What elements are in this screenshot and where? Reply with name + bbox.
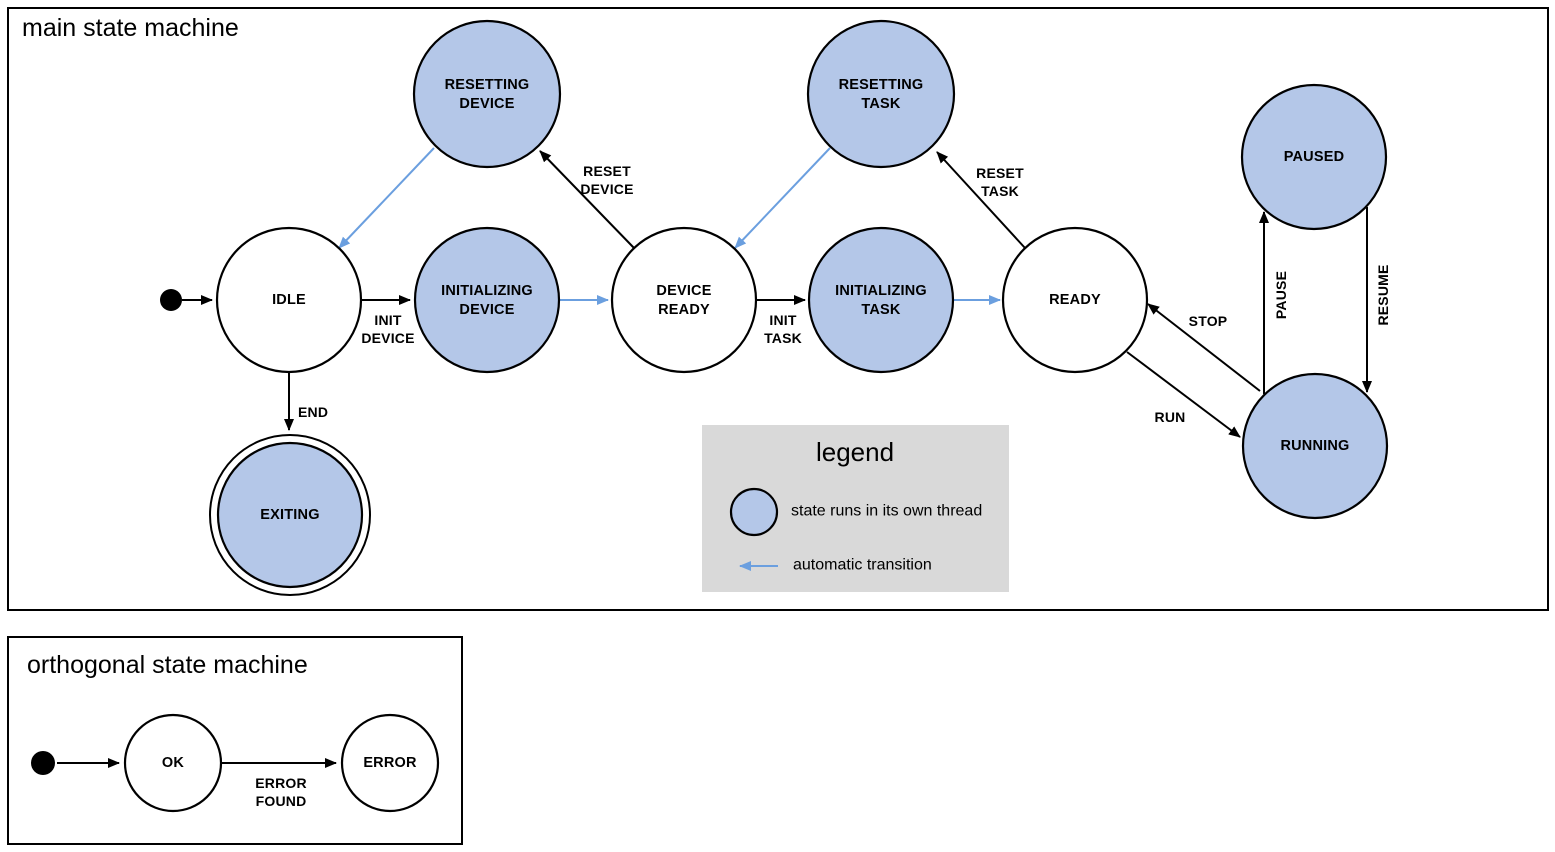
state-ok-label: OK [162,755,184,771]
transition-init-task-label: INIT [769,312,796,328]
main-transitions: INIT DEVICE RESET DEVICE INIT TASK RESET… [182,147,1391,438]
transition-resume-label: RESUME [1375,264,1391,325]
transition-init-device-label: INIT [374,312,401,328]
legend: legend state runs in its own thread auto… [702,425,1009,592]
state-exiting-label: EXITING [260,507,319,523]
state-resetting-task-label: RESETTING [839,77,924,93]
state-exiting-final: EXITING [209,434,371,596]
transition-stop [1147,303,1261,392]
state-initializing-device-circle [413,226,561,374]
state-idle: IDLE [215,226,363,374]
transition-pause-label: PAUSE [1273,271,1289,319]
legend-threaded-state-text: state runs in its own thread [791,503,982,520]
transition-init-task-label: TASK [764,330,802,346]
state-running-label: RUNNING [1280,438,1349,454]
transition-run [1126,351,1241,438]
state-ready-label: READY [1049,292,1101,308]
state-running: RUNNING [1241,372,1389,520]
transition-run-label: RUN [1155,409,1186,425]
state-ready: READY [1001,226,1149,374]
state-resetting-device-label: DEVICE [459,96,514,112]
state-paused-circle [1240,83,1388,231]
state-device-ready-label: DEVICE [656,283,711,299]
state-initializing-device-label: INITIALIZING [441,283,533,299]
transition-reset-task-label: RESET [976,165,1024,181]
state-error: ERROR [340,713,440,813]
state-initializing-task-circle [807,226,955,374]
transition-error-found-label: FOUND [256,793,307,809]
transition-resetting-device-done [338,147,435,249]
main-state-machine: main state machine INIT DEVICE RESET DEV… [7,7,1549,611]
transition-resetting-task-done [734,147,831,249]
state-idle-circle [215,226,363,374]
transition-init-device-label: DEVICE [361,330,414,346]
state-device-ready: DEVICE READY [610,226,758,374]
state-resetting-task-circle [806,19,956,169]
state-initializing-task-label: INITIALIZING [835,283,927,299]
transition-reset-task [936,151,1026,249]
state-ready-circle [1001,226,1149,374]
transition-error-found-label: ERROR [255,775,307,791]
orthogonal-initial-state-dot [31,751,55,775]
orthogonal-state-machine: orthogonal state machine OK ERROR FOUND … [7,636,463,845]
legend-title: legend [816,437,894,467]
state-idle-label: IDLE [272,292,306,308]
transition-reset-device [539,150,635,249]
state-resetting-device-label: RESETTING [445,77,530,93]
state-paused: PAUSED [1240,83,1388,231]
legend-threaded-state-icon [729,487,779,537]
transition-end-label: END [298,404,328,420]
state-initializing-task-label: TASK [861,302,901,318]
state-exiting-circle [216,441,364,589]
transition-stop-label: STOP [1189,313,1228,329]
state-error-circle [340,713,440,813]
legend-automatic-transition-text: automatic transition [793,557,932,574]
transition-reset-device-label: DEVICE [580,181,633,197]
initial-state-dot [160,289,182,311]
state-resetting-device-circle [412,19,562,169]
main-states: IDLE RESETTING DEVICE INITIALIZING DEVIC… [160,19,1389,596]
state-ok: OK [123,713,223,813]
state-running-circle [1241,372,1389,520]
state-device-ready-label: READY [658,302,710,318]
state-paused-label: PAUSED [1284,149,1345,165]
transition-reset-device-label: RESET [583,163,631,179]
state-initializing-device: INITIALIZING DEVICE [413,226,561,374]
state-resetting-task-label: TASK [861,96,901,112]
state-initializing-device-label: DEVICE [459,302,514,318]
transition-reset-task-label: TASK [981,183,1019,199]
state-error-label: ERROR [363,755,417,771]
state-resetting-task: RESETTING TASK [806,19,956,169]
state-resetting-device: RESETTING DEVICE [412,19,562,169]
state-initializing-task: INITIALIZING TASK [807,226,955,374]
state-device-ready-circle [610,226,758,374]
main-machine-title: main state machine [22,14,239,42]
orthogonal-machine-title: orthogonal state machine [27,651,308,679]
